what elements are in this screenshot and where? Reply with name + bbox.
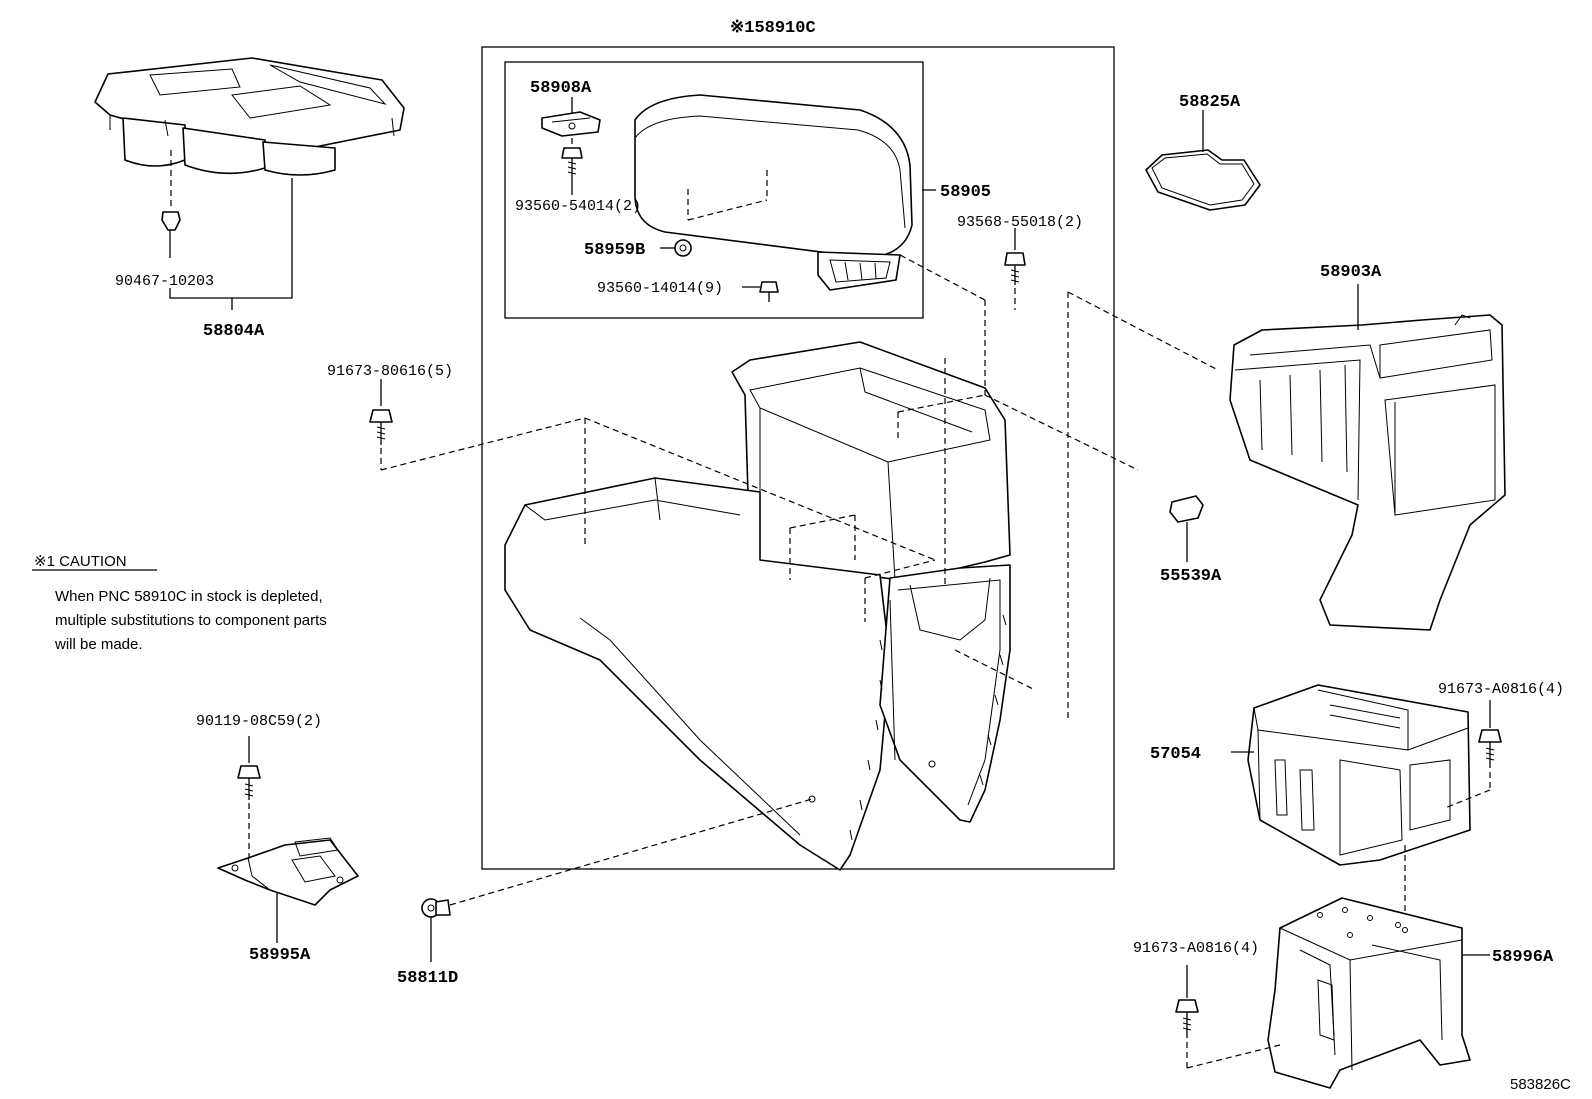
screw-93560-14014-illustration — [759, 281, 779, 302]
pad-58825A-illustration — [1145, 149, 1261, 211]
label-58995A: 58995A — [249, 946, 311, 965]
label-58811D: 58811D — [397, 969, 458, 988]
caution-title: ※1 CAUTION — [34, 553, 127, 570]
stand-58996A-illustration — [1267, 897, 1471, 1089]
clip-58959B-illustration — [674, 239, 692, 257]
panel-58903A-illustration — [1229, 314, 1506, 631]
label-93560-14014: 93560-14014(9) — [597, 280, 723, 297]
label-58903A: 58903A — [1320, 263, 1382, 282]
label-58804A: 58804A — [203, 322, 265, 341]
label-58905: 58905 — [940, 183, 991, 202]
screw-91673-80616-illustration — [369, 409, 393, 445]
cap-55539A-illustration — [1169, 495, 1204, 523]
armrest-illustration — [634, 94, 913, 291]
label-91673-80616: 91673-80616(5) — [327, 363, 453, 380]
label-91673-A0816-bottom: 91673-A0816(4) — [1133, 940, 1259, 957]
label-55539A: 55539A — [1160, 567, 1222, 586]
label-57054: 57054 — [1150, 745, 1201, 764]
caution-line-1: When PNC 58910C in stock is depleted, — [55, 588, 323, 605]
clip-58811D-illustration — [421, 898, 451, 918]
screw-90119-08C59-illustration — [237, 765, 261, 800]
label-90467-10203: 90467-10203 — [115, 273, 214, 290]
screw-93568-55018-illustration — [1004, 252, 1026, 285]
label-58908A: 58908A — [530, 79, 592, 98]
bracket-58995A-illustration — [217, 837, 359, 906]
screw-93560-54014-illustration — [561, 147, 583, 176]
bracket-58908A-illustration — [541, 111, 601, 137]
label-58825A: 58825A — [1179, 93, 1241, 112]
label-93568-55018: 93568-55018(2) — [957, 214, 1083, 231]
screw-91673-A0816-bottom-illustration — [1175, 999, 1199, 1038]
label-90119-08C59: 90119-08C59(2) — [196, 713, 322, 730]
clip-90467-illustration — [161, 211, 181, 240]
bracket-57054-illustration — [1247, 684, 1471, 866]
label-58959B: 58959B — [584, 241, 645, 260]
label-reference-code: 583826C — [1510, 1076, 1571, 1093]
label-91673-A0816-top: 91673-A0816(4) — [1438, 681, 1564, 698]
cup-holder-illustration — [94, 57, 405, 176]
caution-line-2: multiple substitutions to component part… — [55, 612, 327, 629]
console-box-illustration — [504, 341, 1011, 871]
screw-91673-A0816-top-illustration — [1478, 729, 1502, 768]
label-58996A: 58996A — [1492, 948, 1554, 967]
caution-line-3: will be made. — [54, 636, 143, 653]
label-assembly-58910C: ※158910C — [730, 19, 816, 38]
label-93560-54014: 93560-54014(2) — [515, 198, 641, 215]
